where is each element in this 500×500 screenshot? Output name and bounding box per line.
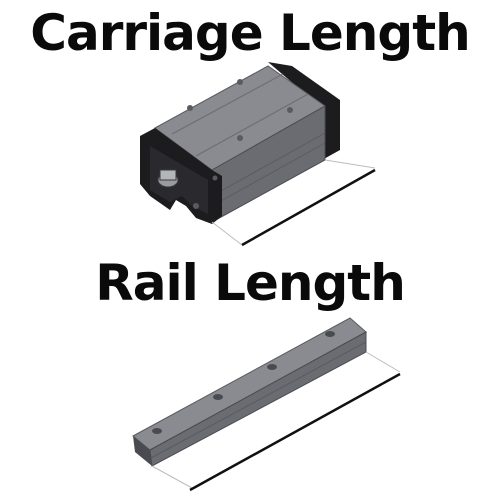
carriage-mounting-hole	[237, 79, 243, 85]
carriage-mounting-hole	[187, 105, 193, 111]
rail-mounting-hole	[267, 364, 277, 370]
rail-mounting-hole	[152, 428, 162, 434]
carriage-illustration	[140, 62, 340, 224]
carriage-extension-line-right	[324, 159, 376, 169]
rail-dimension	[151, 351, 401, 492]
rail-end-face	[133, 436, 152, 466]
rail-extension-line-left	[151, 465, 193, 489]
rail-length-title: Rail Length	[95, 254, 406, 312]
carriage-dimension-line	[241, 168, 376, 247]
carriage-mounting-hole	[193, 203, 199, 209]
carriage-dimension	[211, 159, 376, 247]
carriage-mounting-hole	[287, 107, 293, 113]
rail-illustration	[132, 317, 367, 467]
rail-extension-line-right	[365, 351, 401, 373]
rail-mounting-hole	[325, 331, 335, 337]
rail-top-face	[132, 317, 367, 451]
carriage-extension-line-left	[211, 221, 243, 246]
rail-side-face	[149, 331, 367, 467]
rail-dimension-line	[189, 372, 401, 492]
rail-mounting-hole	[213, 394, 223, 400]
carriage-mounting-hole	[212, 175, 218, 181]
carriage-length-title: Carriage Length	[30, 4, 470, 62]
carriage-mounting-hole	[237, 135, 243, 141]
